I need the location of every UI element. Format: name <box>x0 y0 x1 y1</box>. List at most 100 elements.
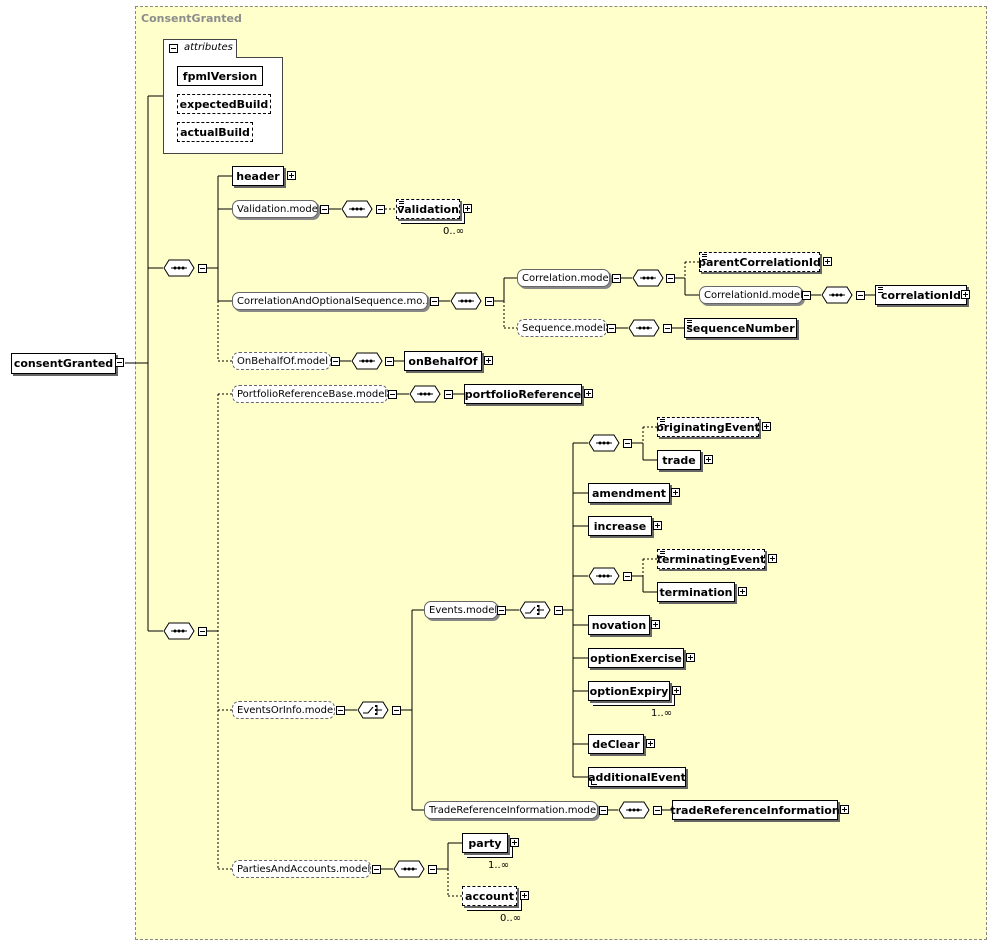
expand-icon[interactable] <box>584 389 593 398</box>
collapse-icon[interactable] <box>666 274 675 283</box>
expand-icon[interactable] <box>704 455 713 464</box>
model-events-or-info[interactable]: EventsOrInfo.model <box>232 701 335 719</box>
model-sequence[interactable]: Sequence.model <box>517 319 607 337</box>
model-correlation-id[interactable]: CorrelationId.model <box>699 286 803 304</box>
expand-icon[interactable] <box>671 488 680 497</box>
element-amendment[interactable]: amendment <box>588 483 670 503</box>
collapse-icon[interactable] <box>336 706 345 715</box>
expand-icon[interactable] <box>510 838 519 847</box>
collapse-icon[interactable] <box>388 390 397 399</box>
expand-icon[interactable] <box>484 356 493 365</box>
collapse-icon[interactable] <box>607 324 616 333</box>
element-sequence-number[interactable]: sequenceNumber <box>684 318 797 338</box>
attributes-tab[interactable]: attributes <box>163 39 237 58</box>
collapse-icon[interactable] <box>612 274 621 283</box>
element-on-behalf-of[interactable]: onBehalfOf <box>404 351 482 371</box>
collapse-icon[interactable] <box>115 358 124 367</box>
collapse-icon[interactable] <box>623 439 632 448</box>
element-increase[interactable]: increase <box>588 516 652 536</box>
collapse-icon[interactable] <box>385 357 394 366</box>
element-novation[interactable]: novation <box>588 615 650 635</box>
element-option-expiry[interactable]: optionExpiry <box>588 681 670 701</box>
expand-icon[interactable] <box>961 290 970 299</box>
element-correlation-id[interactable]: correlationId <box>875 285 967 305</box>
element-de-clear[interactable]: deClear <box>588 734 644 754</box>
collapse-icon[interactable] <box>599 806 608 815</box>
collapse-icon[interactable] <box>376 205 385 214</box>
root-element-consent-granted[interactable]: consentGranted <box>11 353 116 374</box>
model-validation[interactable]: Validation.model <box>232 200 318 218</box>
collapse-icon[interactable] <box>485 297 494 306</box>
expand-icon[interactable] <box>520 891 529 900</box>
cardinality-label: 1..∞ <box>651 708 673 719</box>
attribute-actual-build[interactable]: actualBuild <box>177 122 253 142</box>
element-originating-event[interactable]: originatingEvent <box>656 417 760 437</box>
model-parties-and-accounts[interactable]: PartiesAndAccounts.model <box>232 860 371 878</box>
element-validation[interactable]: validation <box>396 199 460 219</box>
group-title: ConsentGranted <box>141 12 242 25</box>
expand-icon[interactable] <box>287 171 296 180</box>
collapse-icon[interactable] <box>428 865 437 874</box>
originating-event-label: originatingEvent <box>656 420 760 434</box>
element-additional-event[interactable]: additionalEvent <box>588 767 686 787</box>
additional-event-label: additionalEvent <box>588 770 686 784</box>
sequence-compositor-icon <box>618 801 650 819</box>
sequence-compositor-icon <box>341 200 373 218</box>
element-termination[interactable]: termination <box>657 582 735 602</box>
expand-icon[interactable] <box>738 587 747 596</box>
collapse-icon[interactable] <box>802 291 811 300</box>
model-events[interactable]: Events.model <box>424 601 498 619</box>
model-portfolio-reference-base[interactable]: PortfolioReferenceBase.model <box>232 385 388 403</box>
collapse-icon[interactable] <box>554 606 563 615</box>
expand-icon[interactable] <box>463 204 472 213</box>
element-header[interactable]: header <box>232 166 284 186</box>
sequence-compositor-icon <box>588 567 620 585</box>
expand-icon[interactable] <box>768 554 777 563</box>
element-trade[interactable]: trade <box>657 450 701 470</box>
collapse-icon[interactable] <box>392 706 401 715</box>
reference-arrow-icon <box>591 779 597 785</box>
collapse-icon[interactable] <box>856 291 865 300</box>
documentation-icon <box>660 419 665 425</box>
sequence-compositor-icon <box>351 352 383 370</box>
collapse-icon[interactable] <box>663 324 672 333</box>
collapse-icon[interactable] <box>497 606 506 615</box>
cardinality-label: 0..∞ <box>500 913 522 924</box>
collapse-icon[interactable] <box>372 865 381 874</box>
element-terminating-event[interactable]: terminatingEvent <box>657 549 765 569</box>
element-party[interactable]: party <box>462 833 508 853</box>
sequence-compositor-icon <box>393 860 425 878</box>
collapse-icon[interactable] <box>331 357 340 366</box>
collapse-icon[interactable] <box>198 627 207 636</box>
collapse-icon[interactable] <box>169 44 178 53</box>
expand-icon[interactable] <box>762 422 771 431</box>
expand-icon[interactable] <box>823 257 832 266</box>
collapse-icon[interactable] <box>653 806 662 815</box>
expand-icon[interactable] <box>653 521 662 530</box>
expand-icon[interactable] <box>672 686 681 695</box>
model-on-behalf-of[interactable]: OnBehalfOf.model <box>232 352 331 370</box>
model-correlation[interactable]: Correlation.model <box>517 269 610 287</box>
model-correlation-and-optional-sequence[interactable]: CorrelationAndOptionalSequence.mo... <box>232 292 428 310</box>
sequence-compositor-icon <box>450 292 482 310</box>
element-parent-correlation-id[interactable]: parentCorrelationId <box>698 252 821 272</box>
expand-icon[interactable] <box>646 739 655 748</box>
collapse-icon[interactable] <box>320 205 329 214</box>
element-option-exercise[interactable]: optionExercise <box>588 648 684 668</box>
collapse-icon[interactable] <box>430 297 439 306</box>
element-portfolio-reference[interactable]: portfolioReference <box>464 384 582 404</box>
collapse-icon[interactable] <box>623 572 632 581</box>
sequence-compositor-icon <box>821 286 853 304</box>
collapse-icon[interactable] <box>198 264 207 273</box>
element-trade-reference-information[interactable]: tradeReferenceInformation <box>670 800 840 820</box>
expand-icon[interactable] <box>686 653 695 662</box>
expand-icon[interactable] <box>651 620 660 629</box>
attribute-fpml-version[interactable]: fpmlVersion <box>177 66 263 86</box>
cardinality-label: 1..∞ <box>488 860 510 871</box>
expand-icon[interactable] <box>840 805 849 814</box>
model-trade-reference-information[interactable]: TradeReferenceInformation.model <box>424 801 598 819</box>
attribute-expected-build[interactable]: expectedBuild <box>177 94 271 114</box>
collapse-icon[interactable] <box>444 390 453 399</box>
element-account[interactable]: account <box>462 886 517 906</box>
